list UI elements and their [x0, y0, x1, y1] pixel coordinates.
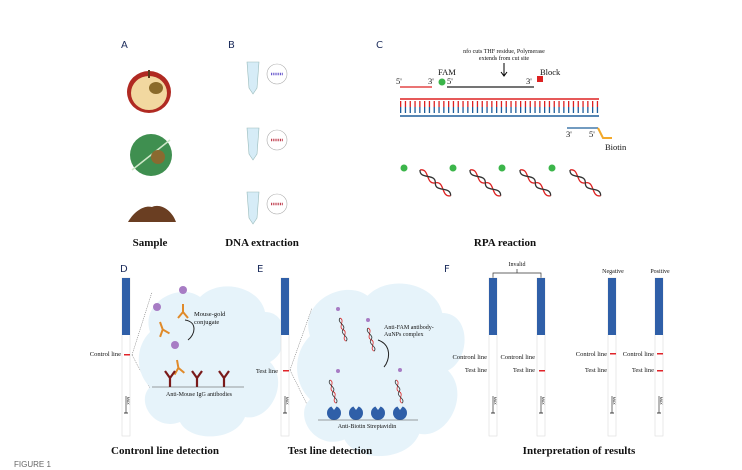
nfo-annotation-line1: nfo cuts THF residue, Polymerase — [463, 48, 545, 55]
nfo-annotation-line2: extends from cut site — [479, 55, 529, 62]
control-line-label: Control line — [90, 351, 121, 358]
test-line-label: Test line — [256, 368, 278, 375]
lateral-flow-strip — [121, 277, 131, 437]
tube-icons — [246, 61, 288, 225]
max-label: MAX — [493, 397, 497, 405]
max-label: MAX — [612, 397, 616, 405]
panel-e-letter: E — [257, 264, 263, 275]
test-line-mark — [283, 370, 289, 372]
control-line-label: Contronl line — [501, 354, 536, 361]
lateral-flow-strip — [280, 277, 290, 437]
test-line-label: Test line — [465, 367, 487, 374]
control-line-label: Contronl line — [453, 354, 488, 361]
control-line-label: Control line — [576, 351, 607, 358]
anti-mouse-label: Anti-Mouse IgG antibodies — [166, 392, 233, 398]
test-zone-cloud — [297, 283, 465, 457]
negative-label: Negative — [602, 269, 624, 275]
cut-site-arrow-icon — [500, 63, 508, 77]
panel-c-caption: RPA reaction — [474, 237, 536, 249]
max-label: MAX — [541, 397, 545, 405]
max-label: MAX — [285, 397, 289, 405]
three-prime-label: 3' — [526, 76, 532, 86]
panel-a-caption: Sample — [133, 237, 168, 249]
panel-b-letter: B — [228, 40, 235, 51]
strip-invalid-1 — [488, 277, 498, 437]
strip-invalid-2 — [536, 277, 546, 437]
apple-illustration — [127, 70, 171, 113]
streptavidin-label: Anti-Biotin Streptavidin — [338, 424, 397, 430]
control-line-mark — [124, 354, 130, 356]
five-prime-label: 5' — [396, 76, 402, 86]
three-prime-label: 3' — [566, 129, 572, 139]
panel-f-caption: Interpretation of results — [523, 445, 636, 457]
complex-label-2: AuNPs complex — [384, 332, 424, 338]
mouse-gold-conjugates — [153, 286, 189, 376]
three-prime-label: 3' — [428, 76, 434, 86]
amplicon-complexes — [328, 307, 404, 404]
conjugate-label-2: conjugate — [194, 319, 219, 326]
panel-a-letter: A — [121, 40, 128, 51]
fam-marker-icon — [438, 78, 446, 86]
strip-negative — [607, 277, 617, 437]
five-prime-label: 5' — [447, 76, 453, 86]
positive-label: Positive — [650, 269, 670, 275]
figure-label: FIGURE 1 — [14, 460, 51, 469]
panel-c-letter: C — [376, 40, 383, 51]
conjugate-label-1: Mouse-gold — [194, 311, 226, 318]
amplified-products — [400, 164, 603, 199]
control-zone-cloud — [138, 286, 285, 437]
soil-illustration — [128, 205, 176, 222]
panel-d-letter: D — [120, 264, 128, 275]
biotin-marker-icon — [597, 127, 612, 139]
panel-e-caption: Test line detection — [288, 445, 373, 457]
test-line-label: Test line — [632, 367, 654, 374]
invalid-bracket — [492, 269, 542, 278]
test-line-label: Test line — [513, 367, 535, 374]
biotin-label: Biotin — [605, 142, 627, 152]
panel-d-caption: Contronl line detection — [111, 445, 219, 457]
strip-positive — [654, 277, 664, 437]
dna-duplex — [400, 76, 612, 139]
max-label: MAX — [126, 397, 130, 405]
binding-arrow-icon — [377, 339, 389, 368]
block-label: Block — [540, 67, 561, 77]
binding-arrow-icon — [184, 319, 195, 341]
control-line-label: Control line — [623, 351, 654, 358]
invalid-label: Invalid — [509, 262, 526, 268]
streptavidin-row — [318, 406, 418, 421]
max-label: MAX — [659, 397, 663, 405]
test-line-label: Test line — [585, 367, 607, 374]
panel-f-letter: F — [444, 264, 450, 275]
panel-b-caption: DNA extraction — [225, 237, 299, 249]
anti-mouse-antibodies — [152, 369, 244, 389]
fam-label: FAM — [438, 67, 456, 77]
leaf-illustration — [130, 134, 172, 176]
block-marker-icon — [537, 76, 543, 82]
five-prime-label: 5' — [589, 129, 595, 139]
complex-label-1: Anti-FAM antibody- — [384, 325, 434, 331]
